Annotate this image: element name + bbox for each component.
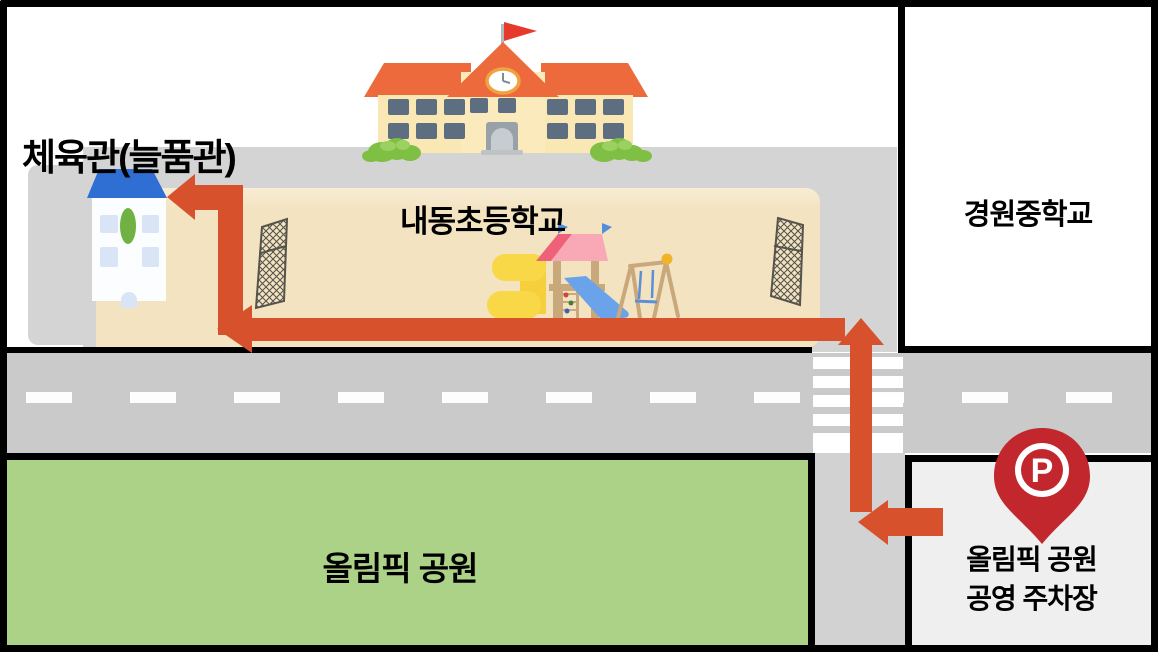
gymnasium-label: 체육관(늘품관) [22,137,237,178]
flag-icon [504,22,537,41]
fence-gate-icon [254,217,289,310]
park-area [0,453,815,652]
park-label: 올림픽 공원 [322,550,479,587]
school-building-icon [362,22,652,162]
bush-icon [362,138,421,162]
road-edge-line [0,347,812,353]
fence-gate-icon [769,216,805,307]
parking-label-line1: 올림픽 공원 [966,544,1098,575]
route-arrow-to-gymnasium [167,174,243,335]
road [0,353,1158,453]
gymnasium-ground [28,165,96,345]
playground-icon [487,223,680,320]
route-arrow-along-yard [217,305,845,353]
route-arrow-crosswalk-up [838,318,884,512]
middle-school-label: 경원중학교 [963,199,1093,231]
parking-pin-letter: P [1031,452,1054,490]
parking-label-line2: 공영 주차장 [966,583,1098,614]
lane-markings [26,392,1158,403]
elementary-school-label: 내동초등학교 [400,204,566,239]
parking-label: 올림픽 공원 공영 주차장 [905,540,1158,618]
bush-icon [590,138,652,162]
route-arrow-from-parking [858,500,943,545]
gymnasium-icon [87,169,167,308]
